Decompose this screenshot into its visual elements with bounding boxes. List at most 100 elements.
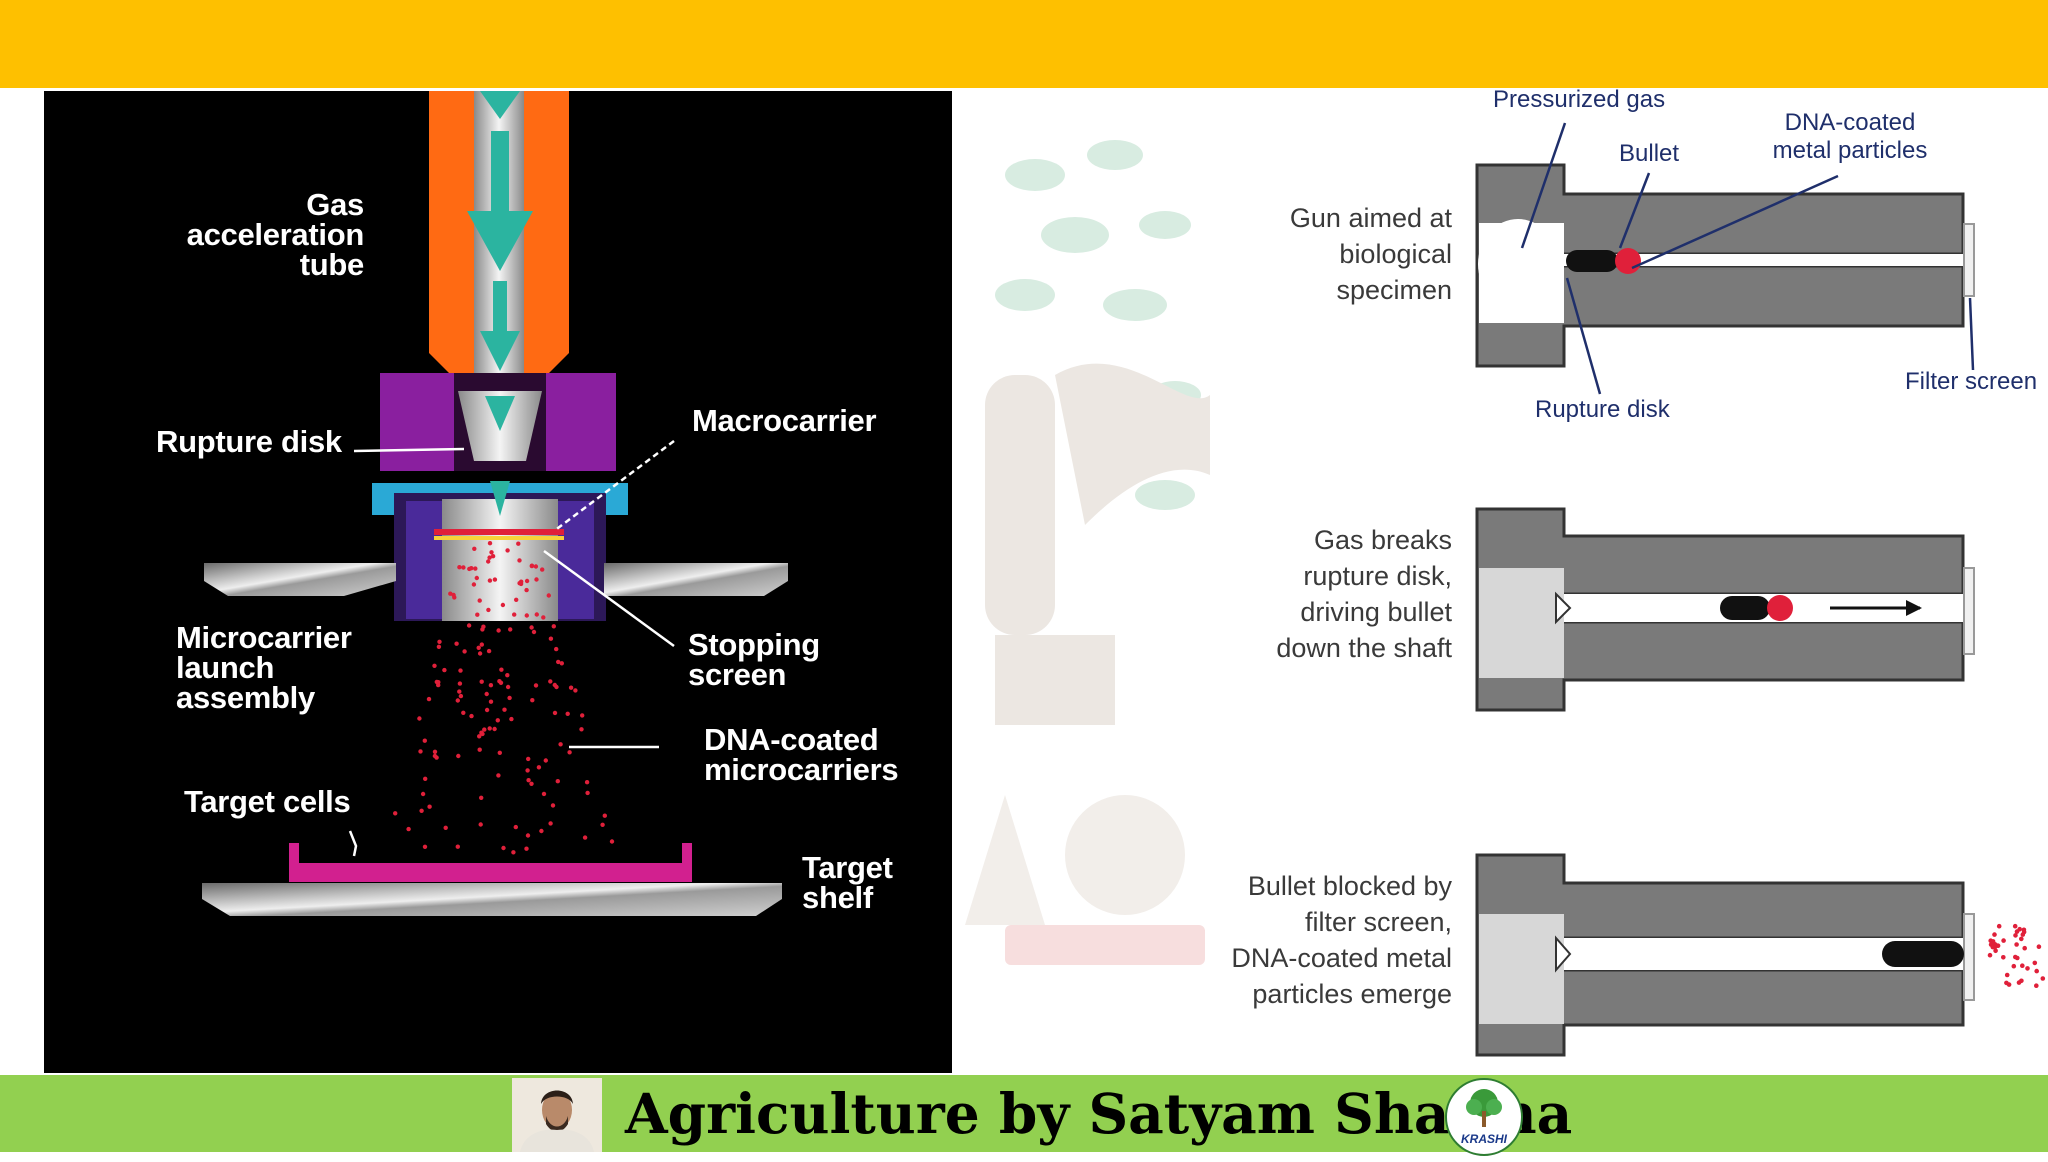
emerging-particle-dot xyxy=(2011,963,2017,969)
particle-dot xyxy=(492,726,497,732)
emerging-particle-dot xyxy=(2013,954,2018,960)
author-photo xyxy=(512,1078,602,1152)
particle-dot xyxy=(426,696,432,702)
particle-dot xyxy=(541,791,547,797)
particle-dot xyxy=(548,636,554,641)
particle-dot xyxy=(540,567,545,572)
particle-dot xyxy=(487,541,493,546)
particle-dot xyxy=(480,627,485,632)
particle-dot xyxy=(477,651,483,656)
rupture-disk-label: Rupture disk xyxy=(156,424,342,459)
particle-dot xyxy=(512,612,517,617)
particle-dot xyxy=(552,682,557,688)
particle-dot xyxy=(496,628,501,633)
emerging-particle-dot xyxy=(2001,938,2006,943)
particle-dot xyxy=(507,695,512,701)
stage-2-caption: Gas breaks rupture disk, driving bullet … xyxy=(1200,522,1452,666)
launch-assembly xyxy=(394,481,606,621)
particle-dot xyxy=(477,747,482,752)
particle-dot xyxy=(511,850,516,855)
particle-dot xyxy=(573,688,578,693)
particle-dot xyxy=(454,641,459,646)
particle-dot xyxy=(479,642,484,647)
particle-dot xyxy=(505,548,510,553)
particle-dot xyxy=(567,750,572,755)
emerging-particle-dot xyxy=(2034,983,2039,988)
particle-dot xyxy=(497,679,502,684)
stage-2-gun xyxy=(1475,507,1975,712)
particle-dot xyxy=(524,846,529,851)
particle-dot xyxy=(476,645,481,650)
particle-dot xyxy=(502,707,507,712)
label-line: DNA-coated xyxy=(1784,109,1916,136)
pressurized-gas-label: Pressurized gas xyxy=(1493,86,1666,113)
emerging-particle-dot xyxy=(2014,942,2019,947)
emerging-particle-dot xyxy=(2013,933,2018,938)
target-shelf xyxy=(202,883,782,916)
particle-dot xyxy=(509,716,514,722)
particle-dot xyxy=(555,779,560,784)
particle-dot xyxy=(524,578,530,584)
footer-title: Agriculture by Satyam Sharma xyxy=(625,1081,1573,1146)
particle-dot xyxy=(584,780,590,785)
top-banner xyxy=(0,0,2048,88)
particle-dot xyxy=(559,661,564,666)
particle-dot xyxy=(477,598,482,603)
label-line: tube xyxy=(299,247,365,282)
particle-dot xyxy=(505,684,511,690)
particle-dot xyxy=(513,824,518,830)
particle-dot xyxy=(497,750,502,755)
stage-3-caption: Bullet blocked by filter screen, DNA-coa… xyxy=(1200,868,1452,1012)
particle-dot xyxy=(475,612,480,617)
label-line: Target xyxy=(802,850,893,885)
particle-dot xyxy=(554,646,559,652)
particle-dot xyxy=(525,768,530,773)
particle-dot xyxy=(533,564,539,569)
particle-dot xyxy=(479,730,484,735)
particle-dot xyxy=(406,826,411,832)
particle-dot xyxy=(469,713,474,719)
particle-dot xyxy=(484,707,490,713)
label-line: Stopping xyxy=(688,627,820,662)
label-line: launch xyxy=(176,650,275,685)
label-line: Gas xyxy=(306,187,364,222)
emerging-particle-dot xyxy=(1993,943,1999,948)
emerging-particle-dot xyxy=(2012,923,2018,929)
particle-dot xyxy=(516,541,521,546)
particle-dot xyxy=(508,627,513,632)
particle-dot xyxy=(442,667,447,673)
caption-line: rupture disk, xyxy=(1303,561,1452,591)
particle-dot xyxy=(499,667,504,672)
gene-gun-apparatus-diagram: Gas acceleration tube Rupture disk Macro… xyxy=(44,91,952,1073)
particle-dot xyxy=(467,566,472,572)
particle-dot xyxy=(420,791,426,797)
particle-dot xyxy=(582,835,588,840)
particle-dot xyxy=(565,711,570,716)
particle-dot xyxy=(473,566,478,571)
particle-dot xyxy=(487,578,493,583)
particle-dot xyxy=(461,565,466,570)
particle-dot xyxy=(530,698,535,703)
particle-dot xyxy=(417,716,422,721)
particle-dot xyxy=(436,644,442,649)
particle-dot xyxy=(486,559,491,564)
label-line: screen xyxy=(688,657,787,692)
footer-banner: Agriculture by Satyam Sharma KRASHI xyxy=(0,1075,2048,1156)
particle-dot xyxy=(548,679,553,684)
emerging-particle-dot xyxy=(2034,968,2039,974)
particle-dot xyxy=(534,612,539,617)
particle-dot xyxy=(393,811,398,816)
particle-dot xyxy=(492,577,498,582)
stage-1-pointer-lines xyxy=(1520,122,1975,395)
particle-dot xyxy=(457,681,463,686)
particle-dot xyxy=(505,673,510,678)
particle-dot xyxy=(432,663,437,668)
label-line: assembly xyxy=(176,680,315,715)
emerging-particle-dot xyxy=(2036,944,2042,949)
gene-gun-mechanism-diagram: Gun aimed at biological specimen Pressur… xyxy=(1200,86,2048,1075)
caption-line: filter screen, xyxy=(1304,907,1452,937)
emerging-particle-dot xyxy=(2004,980,2009,986)
particle-dot xyxy=(496,773,501,778)
particle-dot xyxy=(448,591,453,596)
particle-dot xyxy=(458,668,463,673)
